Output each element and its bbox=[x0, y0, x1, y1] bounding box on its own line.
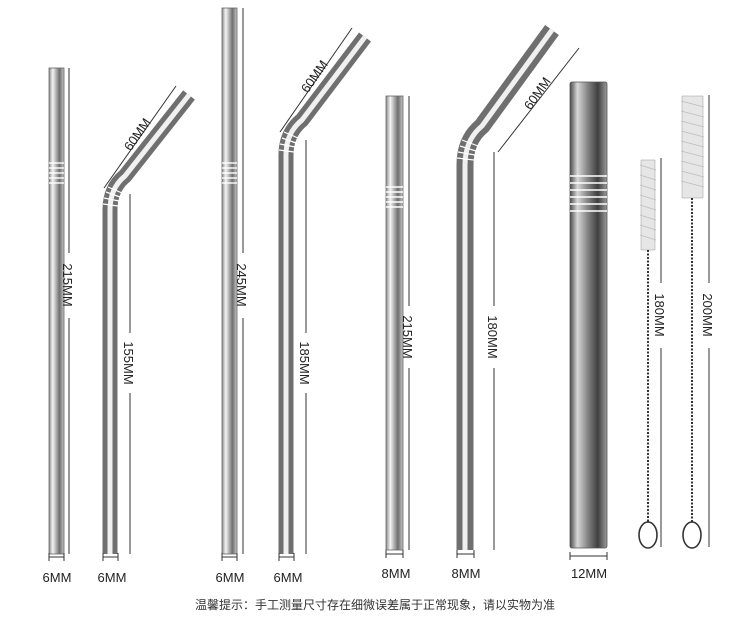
straw-highlight bbox=[107, 93, 191, 554]
length-label: 180MM bbox=[485, 315, 500, 358]
straw-rings bbox=[222, 162, 237, 184]
straw-rings bbox=[49, 162, 64, 184]
diameter-dimension-line bbox=[456, 550, 475, 558]
diameter-label: 6MM bbox=[43, 570, 72, 585]
straw-body bbox=[102, 90, 195, 554]
brush-small: 180MM bbox=[638, 158, 667, 549]
straw-4: 60MM 185MM 6MM bbox=[274, 27, 371, 585]
straw-highlight bbox=[462, 28, 555, 550]
diameter-dimension-line bbox=[102, 553, 119, 561]
straw-rings bbox=[386, 186, 403, 208]
straw-rings bbox=[570, 175, 607, 212]
brush-loop bbox=[638, 521, 658, 549]
straw-2: 60MM 155MM 6MM bbox=[98, 85, 195, 585]
length-label: 245MM bbox=[234, 263, 249, 306]
measurement-note: 温馨提示：手工测量尺寸存在细微误差属于正常现象，请以实物为准 bbox=[194, 598, 555, 612]
diameter-label: 6MM bbox=[216, 570, 245, 585]
straw-3: 245MM 6MM bbox=[216, 7, 249, 585]
straw-body bbox=[569, 81, 608, 549]
straw-5: 215MM 8MM bbox=[382, 95, 415, 581]
bend-dimension-line bbox=[103, 85, 177, 189]
diameter-label: 6MM bbox=[98, 570, 127, 585]
brush-bristles bbox=[639, 159, 657, 251]
straw-highlight bbox=[283, 35, 367, 554]
brush-large: 200MM bbox=[680, 95, 715, 549]
brush-bristles bbox=[680, 95, 705, 199]
diameter-dimension-line bbox=[221, 553, 238, 561]
straw-1: 215MM 6MM bbox=[43, 67, 75, 585]
straw-7: 12MM bbox=[569, 81, 608, 581]
length-label: 155MM bbox=[121, 341, 136, 384]
brush-loop bbox=[682, 521, 702, 549]
length-label: 215MM bbox=[60, 263, 75, 306]
length-label: 200MM bbox=[700, 293, 715, 336]
straw-rings bbox=[456, 139, 479, 161]
straw-body bbox=[385, 95, 404, 551]
length-label: 185MM bbox=[297, 341, 312, 384]
straw-body bbox=[456, 24, 559, 550]
diameter-label: 8MM bbox=[452, 566, 481, 581]
length-label: 215MM bbox=[400, 315, 415, 358]
straw-body bbox=[278, 32, 371, 554]
diameter-dimension-line bbox=[385, 550, 404, 558]
straw-rings bbox=[102, 186, 123, 207]
straw-rings bbox=[278, 131, 299, 153]
length-label: 180MM bbox=[652, 293, 667, 336]
diameter-dimension-line bbox=[569, 552, 608, 560]
diameter-dimension-line bbox=[278, 553, 295, 561]
bend-dimension-line bbox=[497, 47, 580, 153]
straw-6: 60MM 180MM 8MM bbox=[452, 24, 580, 581]
straw-body bbox=[221, 7, 238, 555]
bend-dimension-line bbox=[279, 27, 353, 133]
diameter-label: 8MM bbox=[382, 566, 411, 581]
diameter-label: 6MM bbox=[274, 570, 303, 585]
straw-body bbox=[48, 67, 65, 555]
diameter-dimension-line bbox=[48, 553, 65, 561]
diameter-label: 12MM bbox=[571, 566, 607, 581]
